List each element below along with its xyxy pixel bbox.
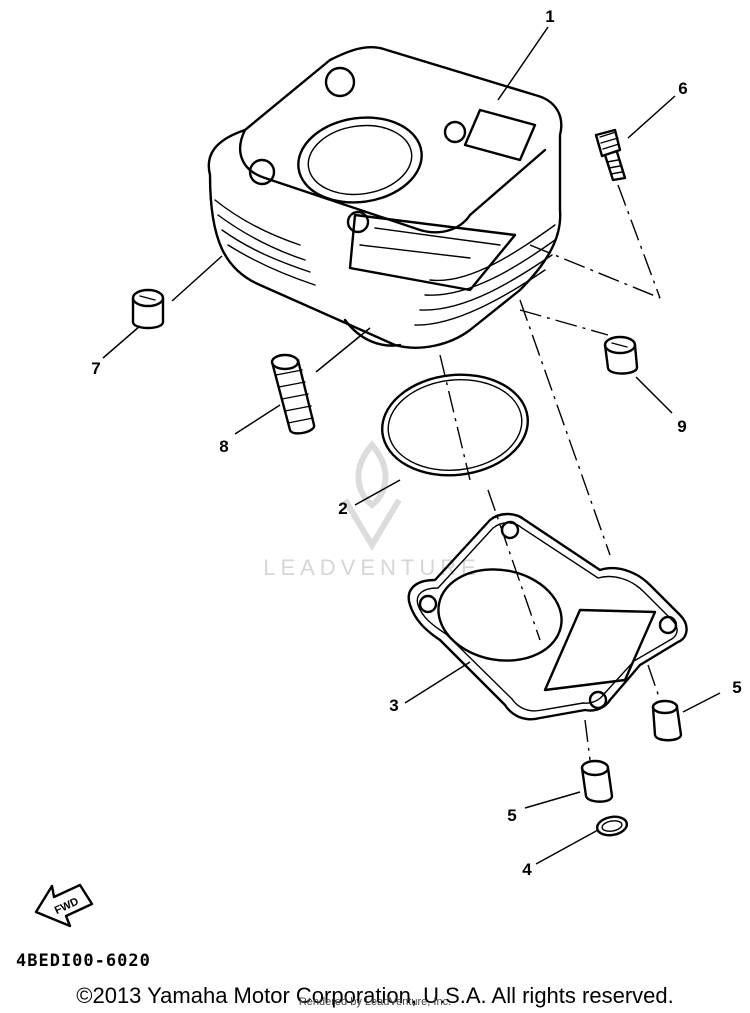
callout-5-lower: 5: [507, 806, 516, 825]
callout-9: 9: [677, 417, 686, 436]
part-8-stud-bolt: [270, 353, 316, 435]
leadventure-watermark: LEADVENTURE: [263, 440, 476, 580]
copyright-notice: ©2013 Yamaha Motor Corporation, U.S.A. A…: [76, 983, 674, 1008]
callout-3: 3: [389, 696, 398, 715]
callout-7: 7: [91, 359, 100, 378]
part-6-bolt: [594, 128, 627, 182]
part-code: 4BEDI00-6020: [16, 951, 151, 971]
fwd-label: FWD: [53, 896, 81, 917]
assembly-dash-lines: [439, 184, 661, 761]
part-3-gasket: [407, 512, 688, 721]
part-5-dowel-pin-lower: [580, 759, 614, 803]
callout-8: 8: [219, 437, 228, 456]
part-5-dowel-pin-right: [651, 699, 683, 742]
part-9-dowel-pin: [603, 335, 639, 375]
part-1-cylinder: [207, 46, 563, 349]
callout-1: 1: [545, 7, 554, 26]
rendered-by-notice: Rendered by LeadVenture, Inc.: [298, 996, 452, 1008]
callout-2: 2: [338, 499, 347, 518]
callout-5-right: 5: [732, 678, 741, 697]
callout-6: 6: [678, 79, 687, 98]
part-2-o-ring: [381, 373, 529, 477]
callout-4: 4: [522, 860, 532, 879]
leader-lines: [102, 26, 721, 865]
fwd-arrow-icon: FWD: [34, 883, 94, 928]
part-7-dowel-pin: [131, 288, 165, 330]
part-4-small-o-ring: [595, 815, 629, 837]
